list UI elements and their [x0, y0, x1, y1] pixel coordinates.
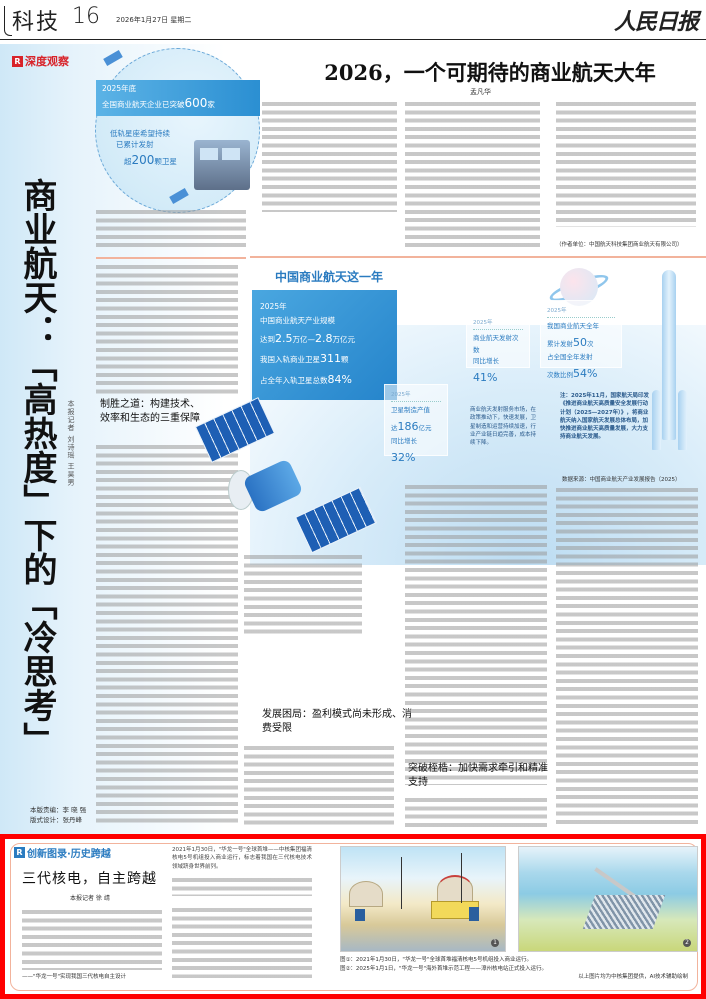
- rocket-booster: [652, 390, 661, 450]
- image-caption: 图①：2021年1月30日，"华龙一号"全球首堆福清核电5号机组投入商业运行。 …: [340, 957, 688, 980]
- bottom-body-text: [22, 910, 162, 970]
- highlight-frame: [0, 834, 706, 999]
- article-body-text: [262, 102, 397, 212]
- feature-body-text: [96, 265, 238, 395]
- r-badge-icon: R: [12, 55, 23, 67]
- article-body-text: [244, 555, 362, 635]
- infographic-title: 中国商业航天这一年: [275, 270, 384, 284]
- bottom-signature-line: ——"华龙一号"实现我国三代核电自主设计: [22, 974, 127, 980]
- stat-card-launch-count: 2025年 我国商业航天全年 累计发射50次 占全国全年发射 次数比例54%: [540, 300, 622, 380]
- r-badge-icon: R: [14, 847, 25, 858]
- rocket-illustration: [662, 270, 676, 440]
- plant-complex: [582, 895, 666, 929]
- image-number-badge: 2: [683, 939, 691, 947]
- control-console-illustration: [194, 140, 250, 190]
- article-body-text: [405, 102, 540, 247]
- newspaper-logo: 人民日报: [613, 9, 699, 35]
- feature-vertical-title: 商业航天：「高热度」下的「冷思考」: [17, 178, 57, 756]
- article-body-text: [405, 798, 547, 828]
- satellite-count: 200: [131, 152, 155, 167]
- crane: [401, 857, 402, 909]
- stat-card-launch-growth: 2025年 商业航天发射次数 同比增长41%: [466, 312, 530, 384]
- article-body-text: [405, 485, 547, 785]
- article-body-text: [244, 746, 394, 826]
- article-body-text: [556, 102, 696, 227]
- subhead-winning-strategy: 制胜之道：构建技术、效率和生态的三重保障: [100, 399, 200, 424]
- masthead-bracket: [4, 6, 12, 36]
- scale-high: 2.8: [315, 331, 333, 345]
- feature-body-text: [96, 210, 246, 250]
- bottom-body-text: [172, 878, 312, 896]
- issue-date: 2026年1月27日 星期二: [116, 16, 192, 24]
- bottom-headline: 三代核电，自主跨越: [22, 871, 157, 887]
- section-divider: [96, 257, 246, 259]
- main-byline: 孟凡华: [470, 88, 491, 96]
- infographic-policy-note: 注：2025年11月，国家航天局印发《推进商业航天高质量安全发展行动计划（202…: [560, 393, 649, 441]
- infographic-source: 数据来源：中国商业航天产业发展报告（2025）: [562, 477, 681, 483]
- section-tag-label: 深度观察: [25, 55, 69, 68]
- commercial-satellites: 311: [320, 352, 341, 366]
- blue-structure: [469, 907, 479, 921]
- feature-body-text: [96, 445, 238, 825]
- scale-low: 2.5: [275, 331, 293, 345]
- section-tag-innovation: R 创新图录·历史跨越: [14, 845, 111, 860]
- image-number-badge: 1: [491, 939, 499, 947]
- satellite-launch-stat: 低轨星座希望持续 已累计发射 超200颗卫星: [110, 129, 177, 167]
- bottom-body-text: [172, 908, 312, 978]
- bottom-intro-text: 2021年1月30日，"华龙一号"全球首堆——中核集团福清核电5号机组投入商业运…: [172, 847, 312, 870]
- feature-reporters: 本报记者 刘诗瑶 王昊男: [67, 400, 75, 487]
- section-tag-in-depth: R 深度观察: [12, 53, 69, 69]
- bottom-byline: 本报记者 徐 靖: [70, 895, 110, 902]
- article-body-text: [556, 488, 698, 828]
- satellite-share: 84%: [327, 373, 352, 387]
- subhead-development: 发展困局：盈利模式尚未形成、消费受限: [262, 709, 412, 734]
- console-screen: [200, 148, 218, 160]
- author-unit: （作者单位：中国航天科技集团商业航天有限公司）: [556, 242, 683, 248]
- masthead: 科技 16 2026年1月27日 星期二 人民日报: [0, 0, 706, 40]
- industry-scale-box: 2025年 中国商业航天产业规模 达到2.5万亿—2.8万亿元 我国入轨商业卫星…: [252, 290, 397, 400]
- console-screen: [222, 148, 240, 160]
- infographic-center-note: 商业航天发射服务市场，在政策推动下，快速发展，卫星制造和运营持续加速，行业产业链…: [470, 407, 537, 447]
- band-stat: 全国商业航天企业已突破600家: [102, 95, 215, 110]
- nuclear-plant-illustration-1: 1: [340, 846, 506, 952]
- stat-card-satellite-manufacturing: 2025年 卫星制造产值 达186亿元 同比增长32%: [384, 384, 448, 464]
- rocket-booster: [678, 390, 687, 450]
- reactor-dome: [349, 881, 383, 907]
- crane: [461, 853, 462, 903]
- section-divider: [250, 256, 706, 258]
- reactor-dome: [437, 875, 473, 903]
- blue-structure: [355, 909, 365, 921]
- section-tag-label: 创新图录·历史跨越: [27, 849, 111, 860]
- band-year: 2025年底: [102, 84, 137, 93]
- main-headline: 2026，一个可期待的商业航天大年: [324, 60, 656, 85]
- page-credits: 本版责编：李 晓 强 版式设计：张丹峰: [30, 806, 87, 825]
- subhead-breakthrough: 突破桎梏：加快需求牵引和精准支持: [408, 763, 548, 788]
- enterprise-count-band: 2025年底 全国商业航天企业已突破600家: [96, 80, 260, 116]
- enterprise-count: 600: [184, 95, 208, 110]
- planet-illustration: [560, 268, 598, 306]
- section-name: 科技: [12, 10, 61, 35]
- nuclear-plant-illustration-2: 2: [518, 846, 698, 952]
- page-number: 16: [72, 4, 100, 29]
